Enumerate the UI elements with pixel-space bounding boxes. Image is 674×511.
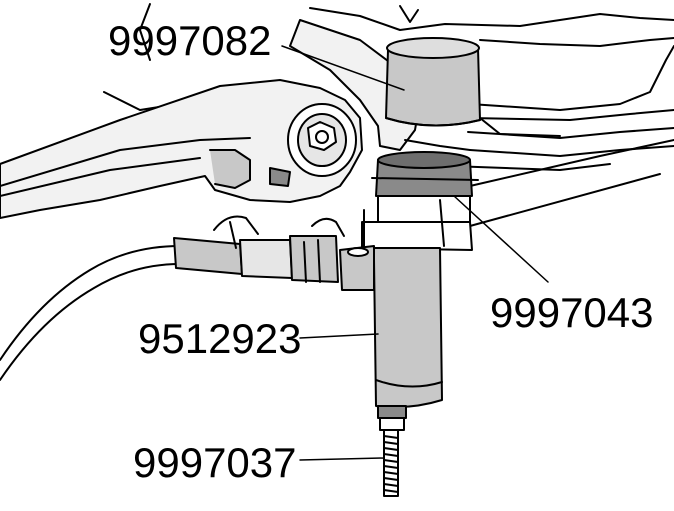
- leader-9512923: [299, 333, 379, 339]
- threaded-rod-9997037: [377, 405, 407, 497]
- callout-9512923: 9512923: [138, 315, 302, 362]
- leader-9997037: [299, 457, 385, 461]
- leader-9997043: [453, 195, 549, 283]
- suspension-arm: [0, 79, 363, 219]
- callout-9997082: 9997082: [108, 17, 272, 64]
- cylinder-9512923: [339, 199, 445, 409]
- leader-9997082: [281, 45, 405, 91]
- hydraulic-hose: [0, 215, 345, 381]
- callout-9997037: 9997037: [133, 439, 297, 486]
- bushing-bolt: [287, 103, 357, 177]
- leader-lines: [281, 45, 549, 461]
- callout-9997043: 9997043: [490, 289, 654, 336]
- spring-seat-cup: [385, 37, 481, 127]
- coupler-9997043: [361, 151, 479, 251]
